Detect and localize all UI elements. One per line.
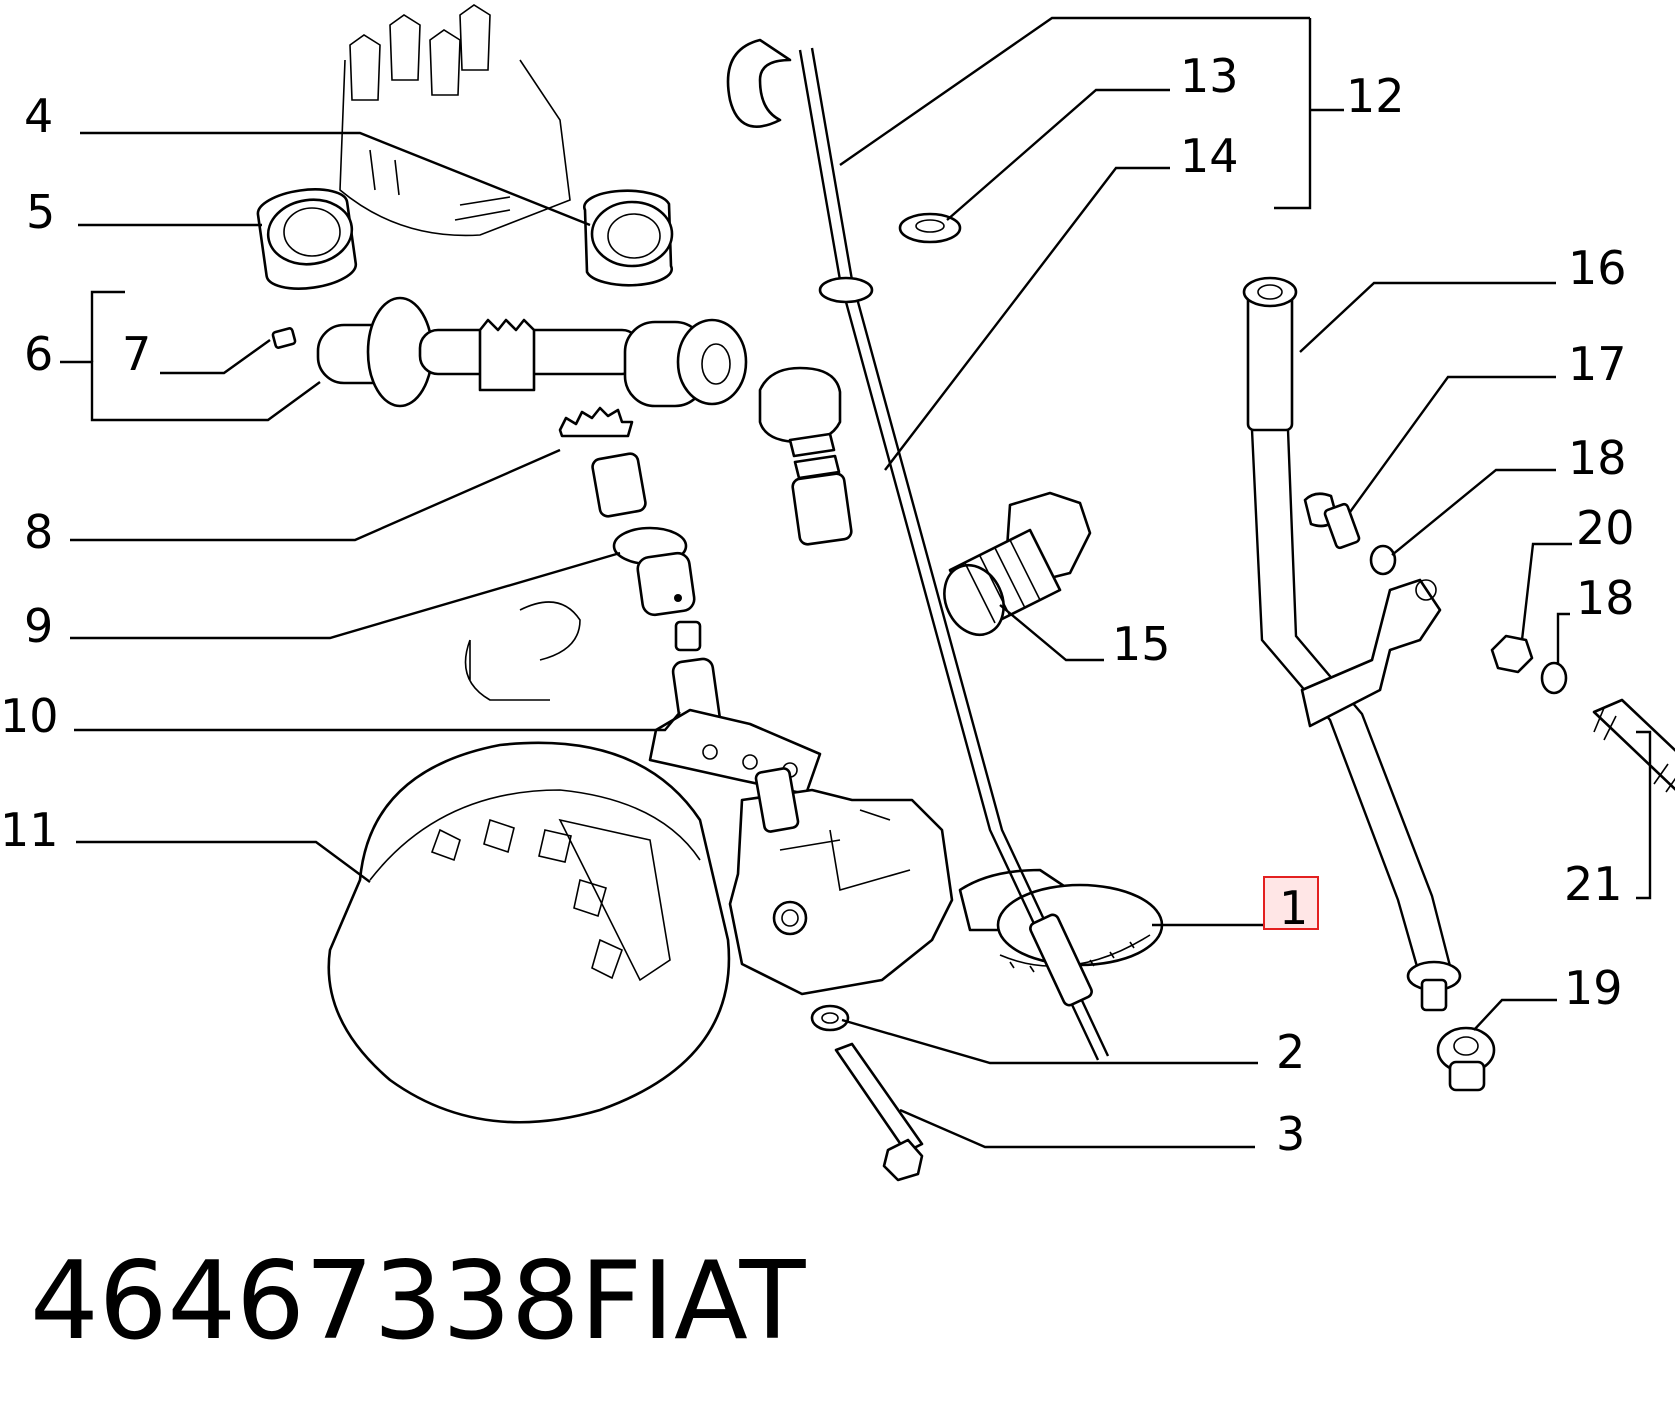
washer-18a-drawing [1369, 544, 1397, 576]
union-15-drawing [943, 491, 1092, 637]
callout-14[interactable]: 14 [1180, 129, 1239, 183]
bushing-5-drawing [256, 188, 358, 290]
callout-18a[interactable]: 18 [1568, 431, 1627, 485]
callout-17[interactable]: 17 [1568, 337, 1627, 391]
tube-16-drawing [1242, 276, 1462, 1012]
washer-13-drawing [898, 212, 962, 244]
callout-19[interactable]: 19 [1564, 961, 1623, 1015]
callout-4[interactable]: 4 [24, 89, 53, 143]
oil-pump-1-drawing [728, 767, 954, 996]
bushing-9-drawing [612, 526, 696, 617]
guide-tube-14-drawing [758, 366, 853, 546]
callout-5[interactable]: 5 [26, 185, 55, 239]
callout-18b[interactable]: 18 [1576, 571, 1635, 625]
callout-6[interactable]: 6 [24, 327, 53, 381]
oil-filter-11-drawing [327, 741, 731, 1124]
washer-18b-drawing [1540, 661, 1568, 695]
callout-16[interactable]: 16 [1568, 241, 1627, 295]
callout-11[interactable]: 11 [0, 803, 59, 857]
part-number: 46467338 [30, 1239, 580, 1364]
shaft-gasket-10-drawing [648, 620, 822, 796]
brand-name: FIAT [580, 1239, 806, 1364]
ghost-sketch-drawing [464, 601, 581, 701]
callout-15[interactable]: 15 [1112, 617, 1171, 671]
distributor-cap-drawing [339, 4, 571, 237]
callout-1-highlight [1263, 876, 1319, 930]
callout-9[interactable]: 9 [24, 599, 53, 653]
drain-plug-19-drawing [1436, 1026, 1496, 1092]
bolt-3-drawing [834, 1042, 924, 1182]
callout-10[interactable]: 10 [0, 689, 59, 743]
dipstick-12-drawing [726, 38, 1110, 1061]
bushing-4-drawing [583, 189, 674, 287]
washer-2-drawing [810, 1004, 850, 1032]
callout-1[interactable]: 1 [1279, 881, 1308, 935]
callout-21[interactable]: 21 [1564, 857, 1623, 911]
callout-12[interactable]: 12 [1346, 69, 1405, 123]
gear-8-drawing [558, 406, 647, 518]
bolt-17-drawing [1303, 492, 1361, 550]
callout-8[interactable]: 8 [24, 505, 53, 559]
callout-3[interactable]: 3 [1276, 1107, 1305, 1161]
callout-13[interactable]: 13 [1180, 49, 1239, 103]
leader-lines [60, 16, 1652, 1149]
drive-shaft-6-drawing [316, 296, 748, 408]
callout-7[interactable]: 7 [122, 327, 151, 381]
nut-20-drawing [1490, 634, 1534, 674]
callout-20[interactable]: 20 [1576, 501, 1635, 555]
bracket-drawing [1300, 578, 1442, 728]
callout-2[interactable]: 2 [1276, 1025, 1305, 1079]
pin-7-drawing [271, 327, 297, 349]
stud-21-drawing [1592, 698, 1675, 793]
